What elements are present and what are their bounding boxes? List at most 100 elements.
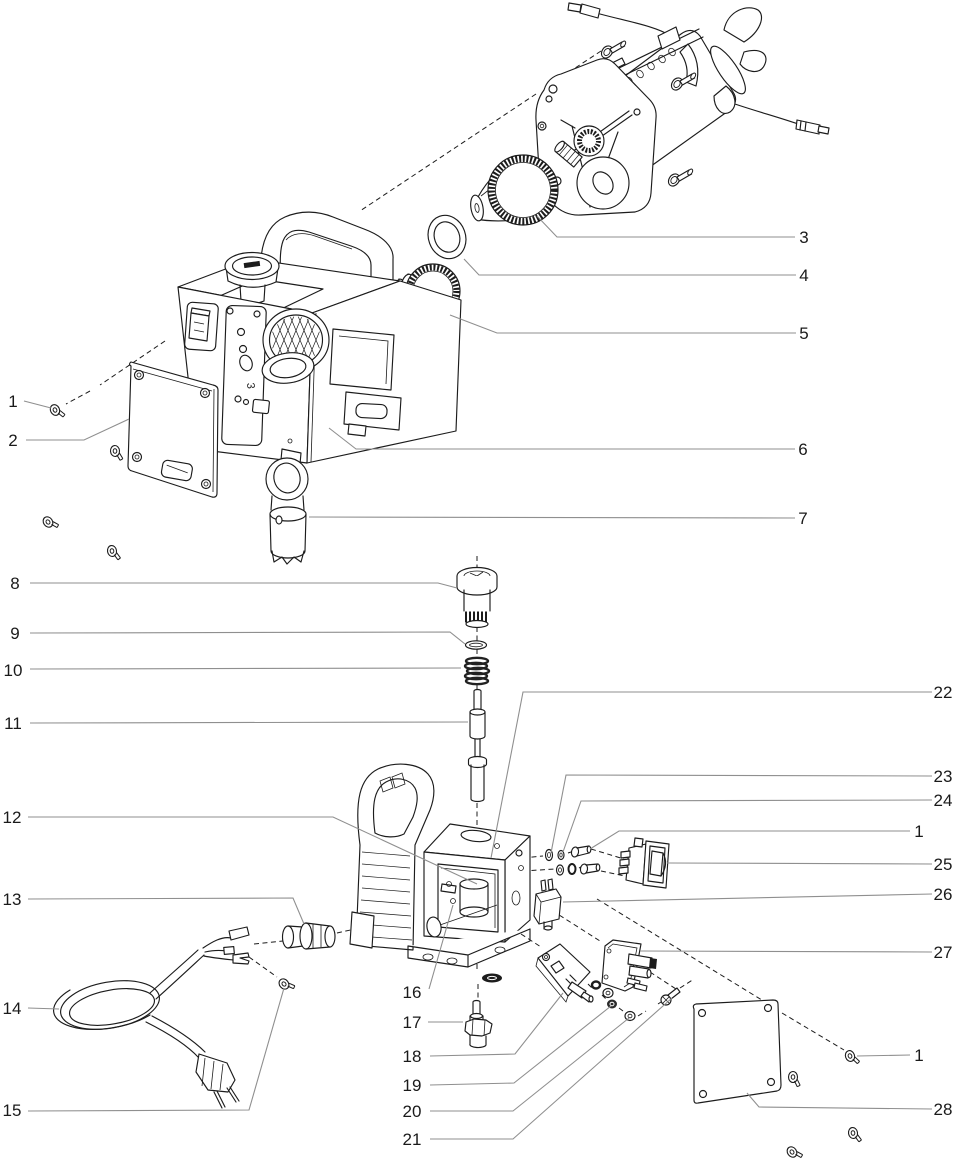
- callout-leader-8-7: [30, 582, 458, 589]
- motor-assembly: [535, 2, 830, 216]
- screw: [39, 512, 60, 531]
- callout-label-11-10: 11: [4, 714, 22, 733]
- callout-label-24-23: 24: [934, 791, 953, 810]
- screw: [844, 1124, 865, 1143]
- callout-leader-19-18: [429, 1005, 612, 1086]
- callout-leader-9-8: [29, 631, 466, 645]
- piston-rod: [467, 688, 488, 803]
- callout-leader-15-14: [27, 987, 285, 1112]
- callout-leader-20-19: [430, 1017, 630, 1112]
- callout-leader-5-4: [449, 314, 796, 334]
- callout-label-9-8: 9: [10, 624, 19, 643]
- ground-screw: [275, 974, 297, 993]
- callout-leader-10-9: [29, 667, 462, 670]
- callout-label-6-5: 6: [798, 440, 807, 459]
- inlet-valve: [464, 999, 493, 1049]
- callout-leader-26-26: [562, 893, 933, 903]
- inlet-gasket: [482, 973, 502, 983]
- pressure-control-assembly: [601, 939, 657, 992]
- motor-output-spline: [554, 140, 583, 168]
- callout-label-28-29: 28: [934, 1100, 953, 1119]
- callout-label-23-22: 23: [934, 767, 953, 786]
- outlet-valve: [456, 566, 498, 629]
- callout-label-7-6: 7: [798, 509, 807, 528]
- callout-leader-1-28: [856, 1054, 911, 1057]
- pump-housing-unit: 3: [177, 211, 462, 465]
- connecting-yoke: [265, 457, 309, 565]
- valve-o-ring: [464, 640, 488, 650]
- callout-label-8-7: 8: [10, 574, 19, 593]
- callout-label-1-24: 1: [914, 822, 923, 841]
- callout-label-14-13: 14: [3, 999, 22, 1018]
- parts-layer: 3: [39, 2, 865, 1161]
- callout-leader-6-5: [328, 427, 795, 450]
- callout-leader-14-13: [27, 1007, 60, 1010]
- callout-label-16-15: 16: [403, 983, 422, 1002]
- callout-leader-13-12: [27, 897, 305, 925]
- callout-label-1-0: 1: [8, 392, 17, 411]
- drive-gear: [470, 154, 559, 226]
- callout-leader-22-21: [490, 691, 932, 859]
- callout-label-2-1: 2: [8, 431, 17, 450]
- callout-leader-25-25: [666, 862, 933, 865]
- callout-leader-4-3: [463, 258, 796, 276]
- callout-label-1-28: 1: [914, 1046, 923, 1065]
- gear-mesh-hatch: [271, 316, 321, 364]
- callout-label-27-27: 27: [934, 943, 953, 962]
- callout-label-21-20: 21: [403, 1130, 422, 1149]
- motor-bolt: [665, 167, 695, 189]
- valve-spring: [463, 656, 491, 686]
- screw: [48, 402, 66, 418]
- callout-leader-1-24: [589, 830, 910, 850]
- callout-leader-12-11: [28, 816, 478, 885]
- leader-lines: [23, 215, 933, 1140]
- screw: [106, 441, 128, 462]
- seal-ring: [427, 214, 467, 260]
- callout-label-10-9: 10: [4, 661, 23, 680]
- callout-leader-23-22: [550, 774, 933, 854]
- assembly-axes: [65, 50, 845, 1051]
- callout-leader-7-6: [308, 516, 796, 519]
- callout-leader-24-23: [562, 799, 933, 853]
- access-cover-plate: [127, 361, 219, 498]
- callout-label-13-12: 13: [3, 890, 22, 909]
- callout-leader-27-27: [639, 950, 933, 953]
- pump-cover-plate: [692, 999, 782, 1104]
- frame-and-gearbox: [349, 763, 531, 968]
- housing-marking: 3: [244, 382, 256, 389]
- callout-label-25-25: 25: [934, 855, 953, 874]
- capacitor: [533, 878, 562, 931]
- callout-leader-2-1: [26, 418, 130, 441]
- fan-blades: [710, 7, 767, 114]
- callout-leader-1-0: [23, 400, 52, 409]
- callout-label-20-19: 20: [403, 1102, 422, 1121]
- switch-mount-hardware: [544, 845, 601, 876]
- callout-label-12-11: 12: [3, 808, 22, 827]
- callout-label-22-21: 22: [934, 683, 953, 702]
- screw: [103, 542, 124, 561]
- callout-leader-21-20: [430, 997, 673, 1140]
- callout-leader-28-29: [746, 1092, 933, 1110]
- cord-grip: [281, 922, 336, 950]
- callout-label-3-2: 3: [799, 228, 808, 247]
- screw: [783, 1067, 806, 1089]
- callout-label-15-14: 15: [3, 1101, 22, 1120]
- callout-label-4-3: 4: [799, 266, 808, 285]
- callout-label-17-16: 17: [403, 1013, 422, 1032]
- callout-leader-11-10: [29, 721, 469, 724]
- callout-labels: 1234567891011121314151617181920212223241…: [3, 228, 953, 1149]
- rocker-switch: [618, 837, 670, 889]
- callout-label-5-4: 5: [799, 324, 808, 343]
- motor-bolt: [598, 39, 628, 61]
- callout-leader-18-17: [429, 992, 564, 1057]
- callout-label-19-18: 19: [403, 1076, 422, 1095]
- power-cord: [53, 926, 250, 1109]
- callout-label-18-17: 18: [403, 1047, 422, 1066]
- callout-label-26-26: 26: [934, 885, 953, 904]
- pressure-transducer: [535, 943, 594, 1003]
- callout-leader-3-2: [536, 215, 795, 238]
- transducer-hardware: [590, 980, 681, 1022]
- screw: [783, 1142, 804, 1161]
